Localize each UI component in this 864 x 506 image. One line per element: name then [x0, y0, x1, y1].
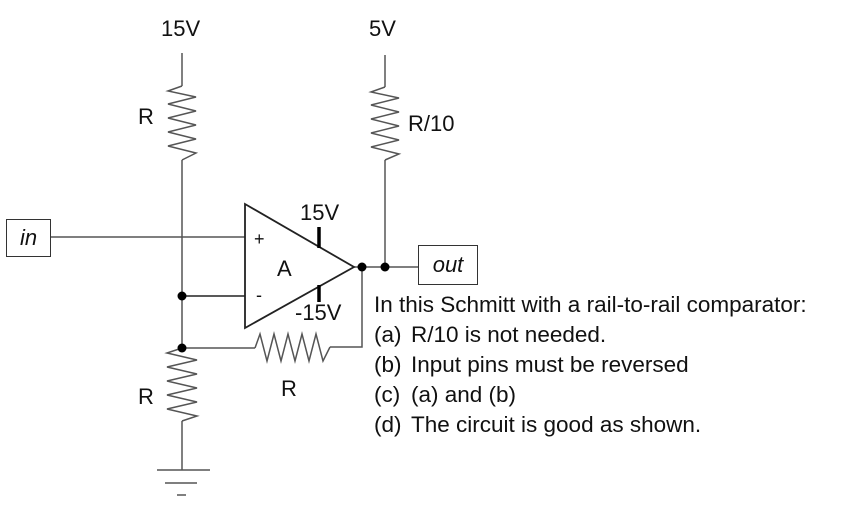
supply-5v-label: 5V — [369, 16, 396, 41]
opamp-minus-label: - — [256, 285, 262, 305]
output-terminal-label: out — [432, 252, 464, 277]
wire-feedback-right — [330, 267, 363, 348]
option-c: (c) (a) and (b) — [374, 380, 807, 410]
input-terminal: in — [6, 219, 51, 257]
input-terminal-label: in — [19, 225, 38, 250]
option-a-key: (a) — [374, 322, 402, 347]
resistor-bottom-left — [164, 347, 200, 422]
opamp-name-label: A — [277, 256, 292, 281]
option-d-key: (d) — [374, 412, 402, 437]
junction-output-node — [357, 262, 367, 272]
junction-pullup-node — [380, 262, 390, 272]
junction-feedback-node — [177, 343, 187, 353]
opamp-triangle — [244, 202, 356, 330]
resistor-pullup-label: R/10 — [408, 111, 455, 136]
opamp-plus-label: + — [254, 229, 265, 249]
resistor-feedback-label: R — [281, 376, 297, 401]
option-b: (b) Input pins must be reversed — [374, 350, 807, 380]
opamp-vpos-label: 15V — [300, 200, 340, 225]
resistor-top-left-label: R — [138, 104, 154, 129]
option-b-key: (b) — [374, 352, 402, 377]
option-b-text: Input pins must be reversed — [411, 352, 689, 377]
resistor-top-left — [165, 85, 199, 161]
resistor-feedback — [254, 331, 331, 364]
option-a: (a) R/10 is not needed. — [374, 320, 807, 350]
option-c-key: (c) — [374, 382, 401, 407]
resistor-bottom-left-label: R — [138, 384, 154, 409]
resistor-pullup — [368, 86, 402, 161]
question-prompt: In this Schmitt with a rail-to-rail comp… — [374, 292, 807, 317]
supply-15v-label: 15V — [161, 16, 201, 41]
opamp-vneg-label: -15V — [295, 300, 342, 325]
option-a-text: R/10 is not needed. — [411, 322, 607, 347]
option-d-text: The circuit is good as shown. — [411, 412, 702, 437]
option-d: (d) The circuit is good as shown. — [374, 410, 807, 440]
junction-minus-node — [177, 291, 187, 301]
output-terminal: out — [418, 245, 478, 285]
option-c-text: (a) and (b) — [411, 382, 517, 407]
question-block: In this Schmitt with a rail-to-rail comp… — [374, 290, 807, 440]
